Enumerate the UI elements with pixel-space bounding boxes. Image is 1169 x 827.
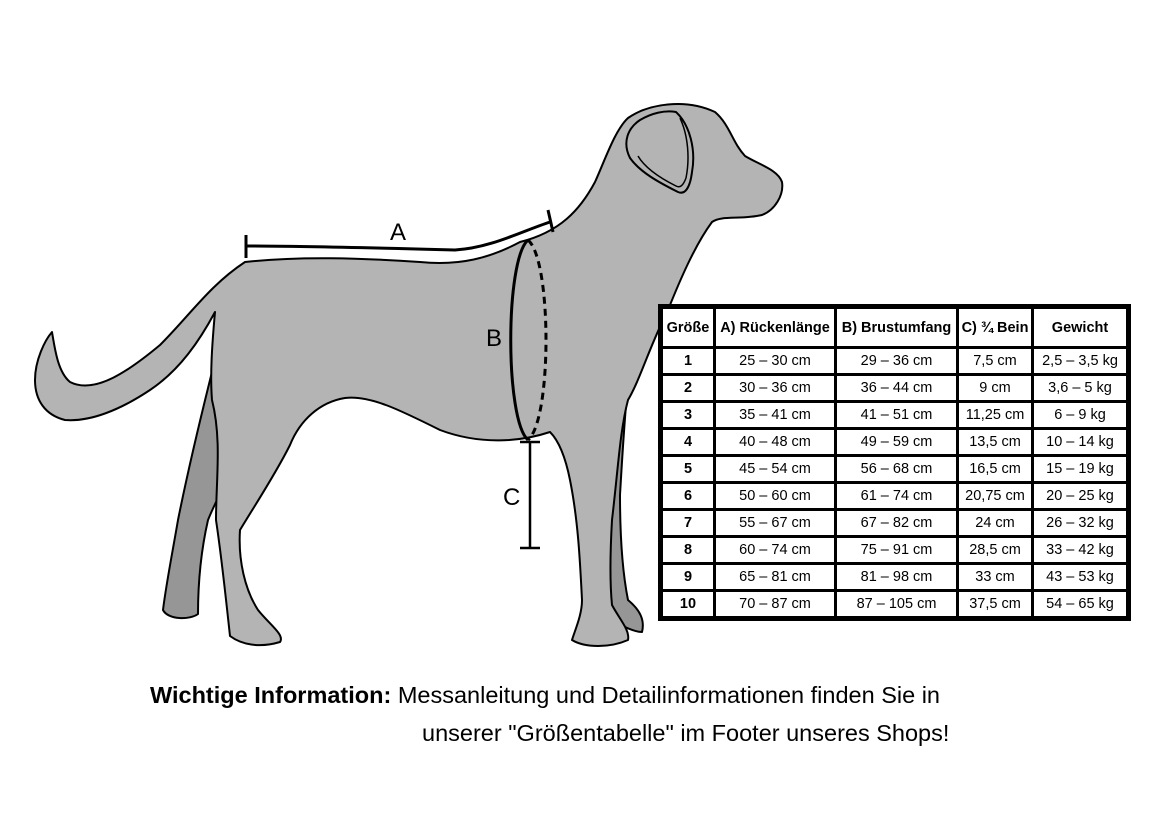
size-table: Größe A) Rückenlänge B) Brustumfang C) ¾… <box>660 306 1129 619</box>
cell-leg-length: 20,75 cm <box>959 484 1031 508</box>
measure-label-c: C <box>503 484 520 511</box>
cell-size: 5 <box>663 457 713 481</box>
cell-weight: 43 – 53 kg <box>1034 565 1126 589</box>
cell-back-length: 50 – 60 cm <box>716 484 834 508</box>
cell-chest-girth: 36 – 44 cm <box>837 376 956 400</box>
cell-leg-length: 24 cm <box>959 511 1031 535</box>
cell-leg-length: 37,5 cm <box>959 592 1031 616</box>
cell-size: 10 <box>663 592 713 616</box>
measure-a-back-length <box>244 209 555 258</box>
info-text-line-1: Messanleitung und Detailinformationen fi… <box>397 682 940 708</box>
cell-weight: 26 – 32 kg <box>1034 511 1126 535</box>
cell-leg-length: 9 cm <box>959 376 1031 400</box>
cell-chest-girth: 67 – 82 cm <box>837 511 956 535</box>
cell-weight: 6 – 9 kg <box>1034 403 1126 427</box>
header-size: Größe <box>663 309 713 346</box>
cell-size: 3 <box>663 403 713 427</box>
dog-ear-inner <box>637 117 689 188</box>
cell-back-length: 55 – 67 cm <box>716 511 834 535</box>
cell-back-length: 70 – 87 cm <box>716 592 834 616</box>
cell-weight: 15 – 19 kg <box>1034 457 1126 481</box>
cell-weight: 33 – 42 kg <box>1034 538 1126 562</box>
measure-b-chest-girth <box>509 238 548 442</box>
cell-leg-length: 33 cm <box>959 565 1031 589</box>
size-table-header-row: Größe A) Rückenlänge B) Brustumfang C) ¾… <box>663 309 1126 346</box>
cell-weight: 2,5 – 3,5 kg <box>1034 349 1126 373</box>
header-weight: Gewicht <box>1034 309 1126 346</box>
cell-size: 9 <box>663 565 713 589</box>
dog-ear <box>625 110 695 194</box>
cell-size: 6 <box>663 484 713 508</box>
header-chest-girth: B) Brustumfang <box>837 309 956 346</box>
cell-leg-length: 7,5 cm <box>959 349 1031 373</box>
size-table-container: Größe A) Rückenlänge B) Brustumfang C) ¾… <box>658 304 1131 621</box>
cell-chest-girth: 61 – 74 cm <box>837 484 956 508</box>
cell-chest-girth: 75 – 91 cm <box>837 538 956 562</box>
measure-c-leg-length <box>520 440 540 550</box>
measure-label-a: A <box>390 219 406 246</box>
cell-back-length: 40 – 48 cm <box>716 430 834 454</box>
cell-back-length: 30 – 36 cm <box>716 376 834 400</box>
cell-chest-girth: 49 – 59 cm <box>837 430 956 454</box>
info-line-2: unserer "Größentabelle" im Footer unsere… <box>150 714 949 752</box>
header-leg-length: C) ¾ Bein <box>959 309 1031 346</box>
dog-illustration <box>34 103 784 647</box>
info-line-1: Wichtige Information: Messanleitung und … <box>150 676 949 714</box>
cell-leg-length: 11,25 cm <box>959 403 1031 427</box>
cell-size: 8 <box>663 538 713 562</box>
info-text-line-2: unserer "Größentabelle" im Footer unsere… <box>422 720 950 746</box>
cell-size: 1 <box>663 349 713 373</box>
cell-chest-girth: 56 – 68 cm <box>837 457 956 481</box>
cell-leg-length: 13,5 cm <box>959 430 1031 454</box>
measure-label-b: B <box>486 325 502 352</box>
cell-leg-length: 28,5 cm <box>959 538 1031 562</box>
cell-weight: 54 – 65 kg <box>1034 592 1126 616</box>
cell-chest-girth: 41 – 51 cm <box>837 403 956 427</box>
cell-weight: 10 – 14 kg <box>1034 430 1126 454</box>
cell-weight: 20 – 25 kg <box>1034 484 1126 508</box>
cell-back-length: 60 – 74 cm <box>716 538 834 562</box>
cell-back-length: 25 – 30 cm <box>716 349 834 373</box>
info-label: Wichtige Information: <box>150 682 392 708</box>
dog-body <box>34 103 784 647</box>
cell-size: 7 <box>663 511 713 535</box>
cell-leg-length: 16,5 cm <box>959 457 1031 481</box>
cell-weight: 3,6 – 5 kg <box>1034 376 1126 400</box>
cell-size: 4 <box>663 430 713 454</box>
info-note: Wichtige Information: Messanleitung und … <box>150 676 949 752</box>
header-back-length: A) Rückenlänge <box>716 309 834 346</box>
cell-chest-girth: 29 – 36 cm <box>837 349 956 373</box>
cell-size: 2 <box>663 376 713 400</box>
cell-back-length: 35 – 41 cm <box>716 403 834 427</box>
cell-back-length: 65 – 81 cm <box>716 565 834 589</box>
cell-back-length: 45 – 54 cm <box>716 457 834 481</box>
cell-chest-girth: 81 – 98 cm <box>837 565 956 589</box>
cell-chest-girth: 87 – 105 cm <box>837 592 956 616</box>
